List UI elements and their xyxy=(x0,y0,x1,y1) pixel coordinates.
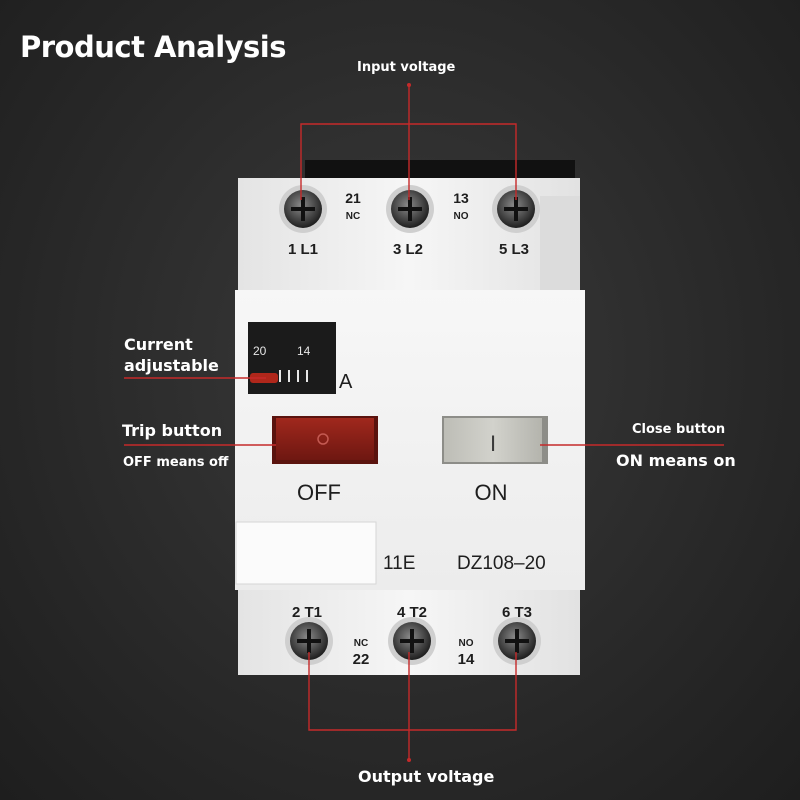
bottom-screw-t3 xyxy=(493,617,541,665)
bottom-screw-t1 xyxy=(285,617,333,665)
blank-nameplate xyxy=(235,521,377,585)
top-terminal-label: 5 L3 xyxy=(499,241,529,258)
close-button-glyph: I xyxy=(490,431,496,456)
variant-code: 11E xyxy=(383,553,415,574)
top-terminal-label: 1 L1 xyxy=(288,241,318,258)
current-adjustable-label: Current adjustable xyxy=(124,334,219,376)
output-voltage-leader xyxy=(308,652,517,762)
off-label: OFF xyxy=(297,480,341,505)
aux-contact-number: 21 xyxy=(345,190,361,206)
page-title: Product Analysis xyxy=(20,30,287,64)
trip-button-label: Trip button xyxy=(122,421,223,440)
bottom-terminal-label: 6 T3 xyxy=(502,604,532,621)
top-terminal-label: 3 L2 xyxy=(393,241,423,258)
close-button xyxy=(444,418,542,462)
model-number: DZ108–20 xyxy=(457,553,546,574)
top-screw-l3 xyxy=(492,185,540,233)
on-means-on-label: ON means on xyxy=(616,451,736,470)
close-button-label: Close button xyxy=(632,422,726,437)
current-scale-ticks xyxy=(279,370,308,382)
input-voltage-label: Input voltage xyxy=(357,60,456,75)
top-screw-l2 xyxy=(386,185,434,233)
aux-contact-number: 22 xyxy=(353,651,370,668)
current-scale-label: 20 xyxy=(253,344,267,358)
aux-contact-type: NC xyxy=(354,638,368,649)
bottom-terminal-label: 4 T2 xyxy=(397,604,427,621)
aux-contact-type: NC xyxy=(346,211,360,222)
aux-contact-number: 13 xyxy=(453,190,469,206)
input-voltage-leader xyxy=(300,83,517,200)
aux-contact-number: 14 xyxy=(458,651,475,668)
aux-contact-type: NO xyxy=(454,211,469,222)
off-means-off-label: OFF means off xyxy=(123,455,229,470)
aux-contact-type: NO xyxy=(459,638,474,649)
trip-button xyxy=(276,418,374,460)
bottom-terminal-label: 2 T1 xyxy=(292,604,322,621)
on-label: ON xyxy=(475,480,508,505)
current-adjustable-line: Current xyxy=(124,335,193,354)
current-adjustable-line: adjustable xyxy=(124,356,219,375)
trip-button-indicator xyxy=(317,433,329,445)
current-scale-label: 14 xyxy=(297,344,311,358)
top-screw-l1 xyxy=(279,185,327,233)
current-setting-window xyxy=(248,322,336,394)
output-voltage-label: Output voltage xyxy=(358,767,495,786)
current-unit-label: A xyxy=(339,371,353,393)
bottom-screw-t2 xyxy=(388,617,436,665)
